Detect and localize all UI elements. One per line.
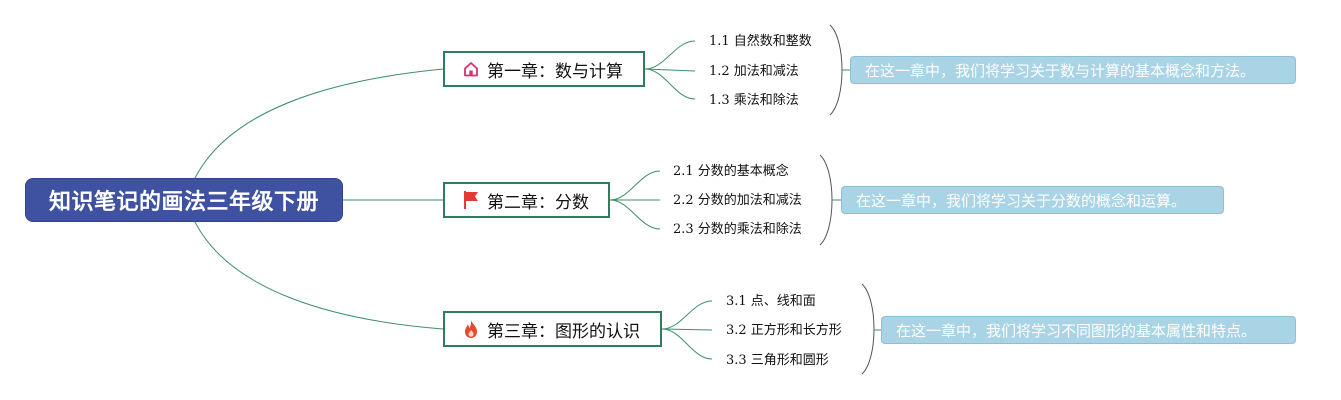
home-icon xyxy=(461,59,481,79)
sub-line-2-1 xyxy=(609,170,661,201)
root-topic[interactable]: 知识笔记的画法三年级下册 xyxy=(25,178,343,222)
sub-line-3-3 xyxy=(661,328,713,360)
chapter-3-title: 第三章：图形的认识 xyxy=(487,321,640,342)
subtopic-3-3[interactable]: 3.3 三角形和圆形 xyxy=(726,353,829,368)
sub-line-3-2 xyxy=(661,328,713,331)
chapter-3-summary-text: 在这一章中，我们将学习不同图形的基本属性和特点。 xyxy=(896,321,1257,340)
summary-bracket-2 xyxy=(819,154,833,246)
subtopic-1-2[interactable]: 1.2 加法和减法 xyxy=(709,64,799,79)
subtopic-3-2[interactable]: 3.2 正方形和长方形 xyxy=(726,323,842,338)
subtopic-3-1[interactable]: 3.1 点、线和面 xyxy=(726,294,816,309)
subtopic-1-1[interactable]: 1.1 自然数和整数 xyxy=(709,34,812,49)
branch-line-chapter-3 xyxy=(194,221,444,330)
flag-icon xyxy=(461,190,481,210)
chapter-3-node[interactable]: 第三章：图形的认识 xyxy=(443,311,662,347)
chapter-2-node[interactable]: 第二章：分数 xyxy=(443,182,610,218)
sub-line-1-1 xyxy=(644,40,696,70)
chapter-1-summary-text: 在这一章中，我们将学习关于数与计算的基本概念和方法。 xyxy=(865,61,1256,80)
chapter-3-summary-note[interactable]: 在这一章中，我们将学习不同图形的基本属性和特点。 xyxy=(881,316,1296,344)
chapter-2-summary-note[interactable]: 在这一章中，我们将学习关于分数的概念和运算。 xyxy=(841,186,1224,214)
root-title: 知识笔记的画法三年级下册 xyxy=(48,190,319,215)
subtopic-2-3[interactable]: 2.3 分数的乘法和除法 xyxy=(673,222,802,237)
subtopic-1-3[interactable]: 1.3 乘法和除法 xyxy=(709,93,799,108)
chapter-1-title: 第一章：数与计算 xyxy=(487,61,623,82)
subtopic-2-2[interactable]: 2.2 分数的加法和减法 xyxy=(673,193,802,208)
chapter-2-title: 第二章：分数 xyxy=(487,192,589,213)
subtopic-2-1[interactable]: 2.1 分数的基本概念 xyxy=(673,164,789,179)
fire-icon xyxy=(461,319,481,339)
branch-line-chapter-1 xyxy=(194,68,444,179)
summary-bracket-3 xyxy=(861,283,875,375)
sub-line-2-3 xyxy=(609,199,661,230)
summary-bracket-1 xyxy=(829,24,843,116)
sub-line-1-2 xyxy=(644,68,696,72)
chapter-2-summary-text: 在这一章中，我们将学习关于分数的概念和运算。 xyxy=(856,191,1187,210)
chapter-1-node[interactable]: 第一章：数与计算 xyxy=(443,51,645,87)
sub-line-1-3 xyxy=(644,68,696,100)
sub-line-3-1 xyxy=(661,300,713,330)
chapter-1-summary-note[interactable]: 在这一章中，我们将学习关于数与计算的基本概念和方法。 xyxy=(850,56,1296,84)
